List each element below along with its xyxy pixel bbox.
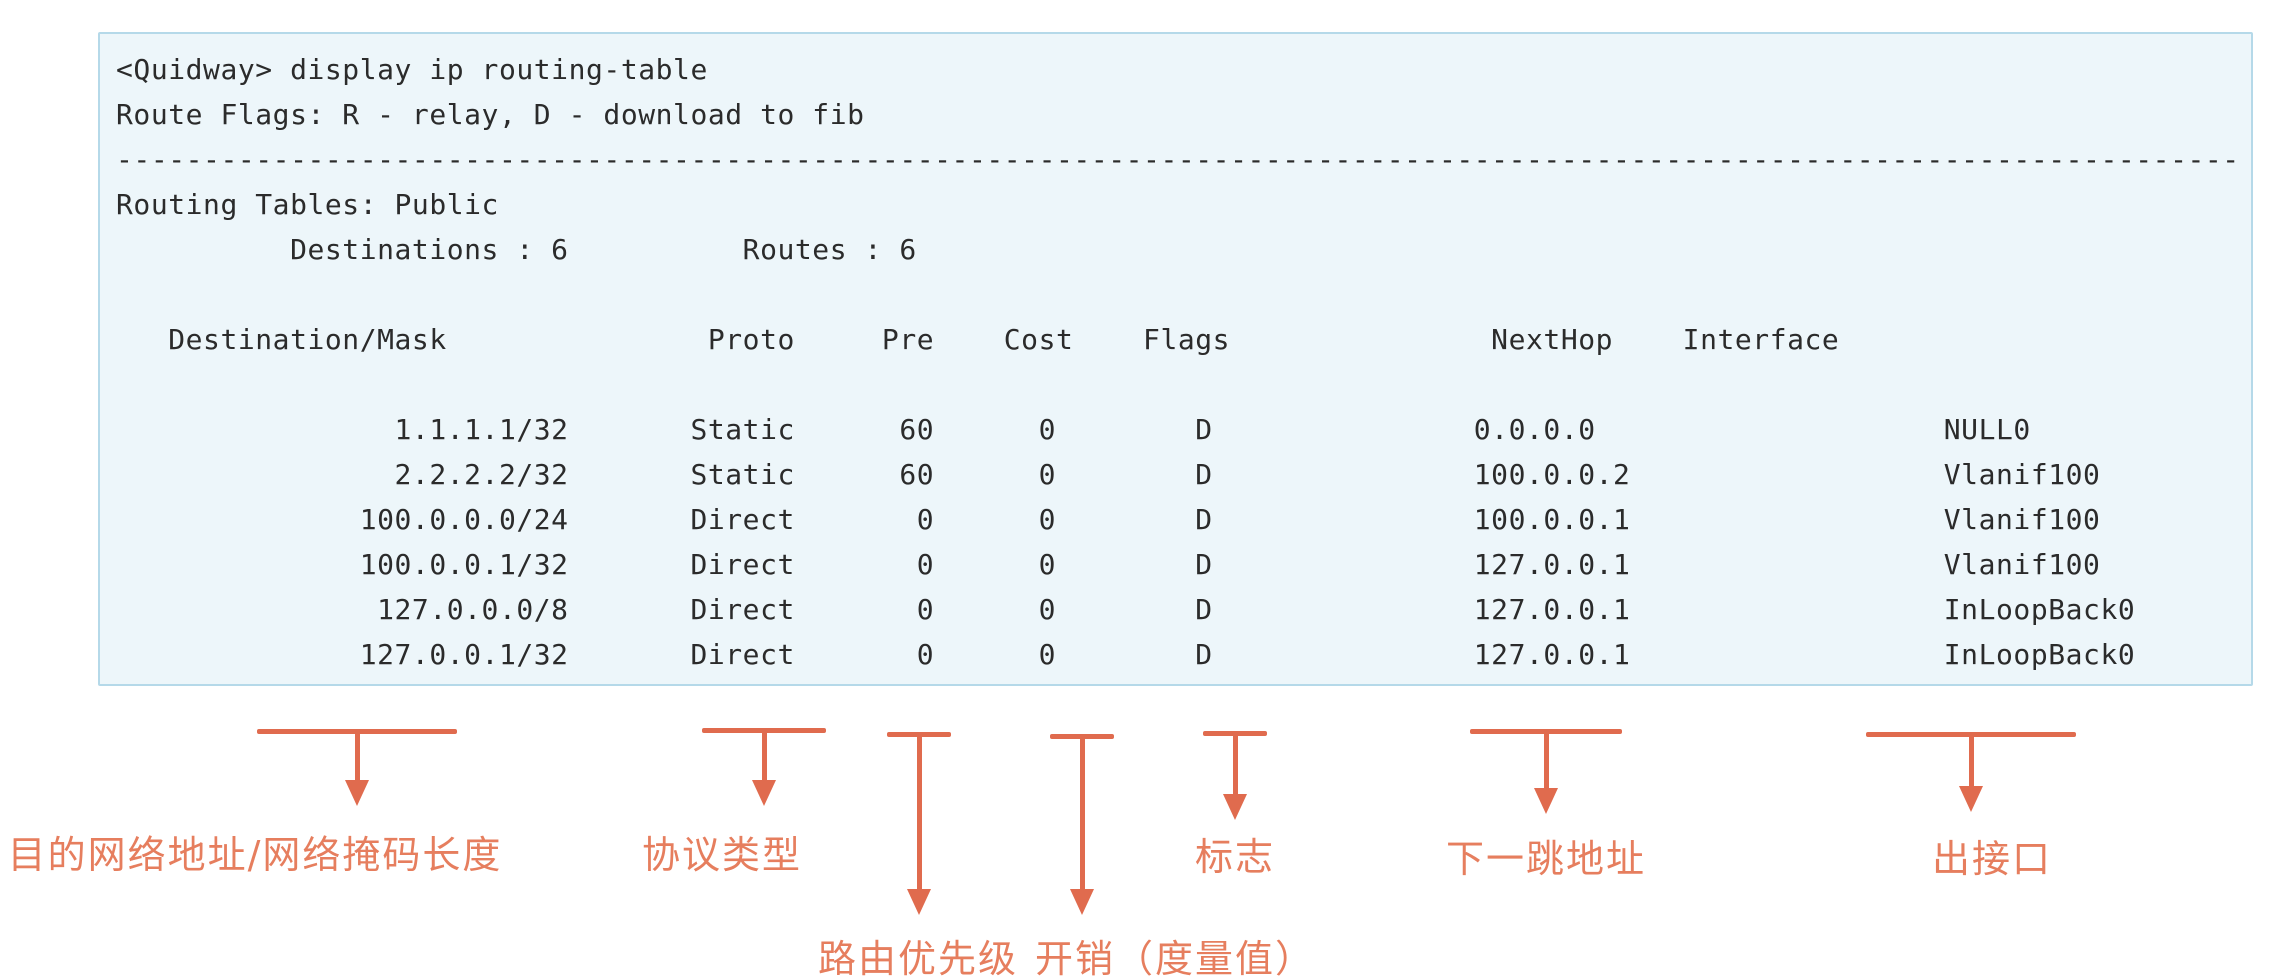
- down-arrow-icon: [1232, 736, 1238, 794]
- down-arrow-icon: [1968, 737, 1974, 786]
- arrowhead-icon: [752, 780, 776, 806]
- arrow-top-bar: [1866, 732, 2076, 737]
- arrow-top-bar: [702, 728, 826, 733]
- arrowhead-icon: [1534, 788, 1558, 814]
- down-arrow-icon: [1079, 739, 1085, 889]
- annotation-label-pre: 路由优先级: [817, 937, 1019, 979]
- annotation-label-cost: 开销（度量值）: [1034, 937, 1316, 979]
- arrow-top-bar: [1470, 729, 1622, 734]
- arrow-top-bar: [887, 732, 951, 737]
- arrow-top-bar: [1203, 731, 1267, 736]
- arrow-top-bar: [1050, 734, 1114, 739]
- arrowhead-icon: [1070, 889, 1094, 915]
- annotation-label-flags: 标志: [1194, 835, 1276, 879]
- down-arrow-icon: [916, 737, 922, 889]
- down-arrow-icon: [354, 734, 360, 780]
- terminal-output: <Quidway> display ip routing-table Route…: [116, 53, 2240, 671]
- annotation-label-nexthop: 下一跳地址: [1445, 837, 1647, 881]
- terminal-window: <Quidway> display ip routing-table Route…: [98, 32, 2253, 686]
- down-arrow-icon: [1543, 734, 1549, 788]
- arrowhead-icon: [1223, 794, 1247, 820]
- annotation-label-destination: 目的网络地址/网络掩码长度: [7, 833, 503, 877]
- annotation-label-interface: 出接口: [1931, 837, 2053, 881]
- arrowhead-icon: [345, 780, 369, 806]
- arrow-top-bar: [257, 729, 457, 734]
- arrowhead-icon: [1959, 786, 1983, 812]
- arrowhead-icon: [907, 889, 931, 915]
- down-arrow-icon: [761, 733, 767, 780]
- annotation-label-proto: 协议类型: [641, 833, 803, 877]
